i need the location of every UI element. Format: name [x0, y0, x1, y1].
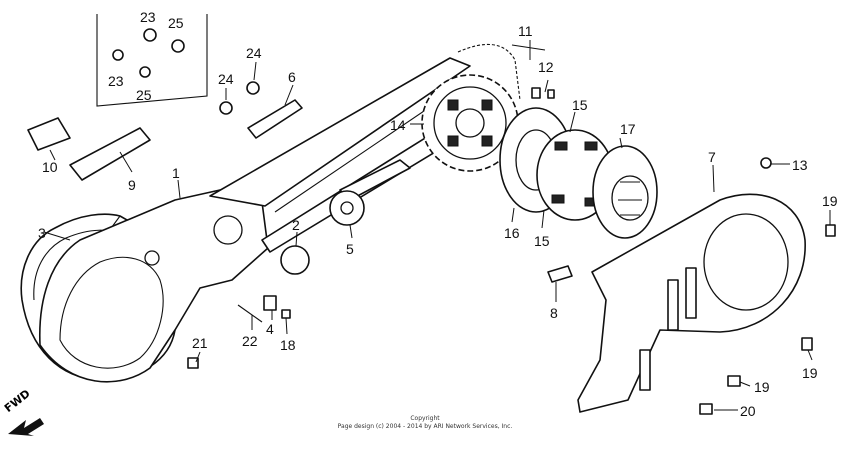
callout-15b: 15	[534, 233, 550, 249]
callout-20: 20	[740, 403, 756, 419]
guide-part-9	[69, 127, 151, 181]
callout-12: 12	[538, 59, 554, 75]
callout-11: 11	[518, 23, 533, 39]
cap-part-2	[280, 245, 310, 275]
callout-17: 17	[620, 121, 636, 137]
callout-19c: 19	[754, 379, 770, 395]
callout-19a: 19	[822, 193, 838, 209]
callout-25b: 25	[136, 87, 152, 103]
callout-22: 22	[242, 333, 258, 349]
callout-10: 10	[42, 159, 58, 175]
callout-4: 4	[266, 321, 274, 337]
callout-19b: 19	[802, 365, 818, 381]
callout-2: 2	[292, 217, 300, 233]
callout-3: 3	[38, 225, 46, 241]
callout-23a: 23	[140, 9, 156, 25]
callout-16: 16	[504, 225, 520, 241]
callout-5: 5	[346, 241, 354, 257]
arrow-icon	[8, 418, 44, 436]
bracket-part-6	[247, 99, 303, 139]
clip-part-8	[547, 265, 573, 283]
callout-23b: 23	[108, 73, 124, 89]
copyright-line-2: Page design (c) 2004 - 2014 by ARI Netwo…	[337, 423, 513, 430]
callout-15a: 15	[572, 97, 588, 113]
leader-lines	[43, 40, 831, 411]
rear-sprocket-part-14	[421, 74, 519, 172]
callout-9: 9	[128, 177, 136, 193]
hardware-bracket-lines	[96, 14, 208, 107]
callout-7: 7	[708, 149, 716, 165]
hub-part-17	[592, 145, 658, 239]
callout-25a: 25	[168, 15, 184, 31]
callout-18: 18	[280, 337, 296, 353]
hardware-small-parts	[112, 28, 836, 415]
callout-13: 13	[792, 157, 808, 173]
tensioner-part-5	[329, 190, 365, 226]
chain-guard-part-7	[577, 193, 806, 413]
callout-24a: 24	[218, 71, 234, 87]
copyright-line-1: Copyright	[410, 415, 440, 422]
pad-part-10	[27, 117, 71, 151]
callout-8: 8	[550, 305, 558, 321]
callout-1: 1	[172, 165, 180, 181]
callout-14: 14	[390, 117, 406, 133]
callout-6: 6	[288, 69, 296, 85]
callout-24b: 24	[246, 45, 262, 61]
callout-21: 21	[192, 335, 208, 351]
